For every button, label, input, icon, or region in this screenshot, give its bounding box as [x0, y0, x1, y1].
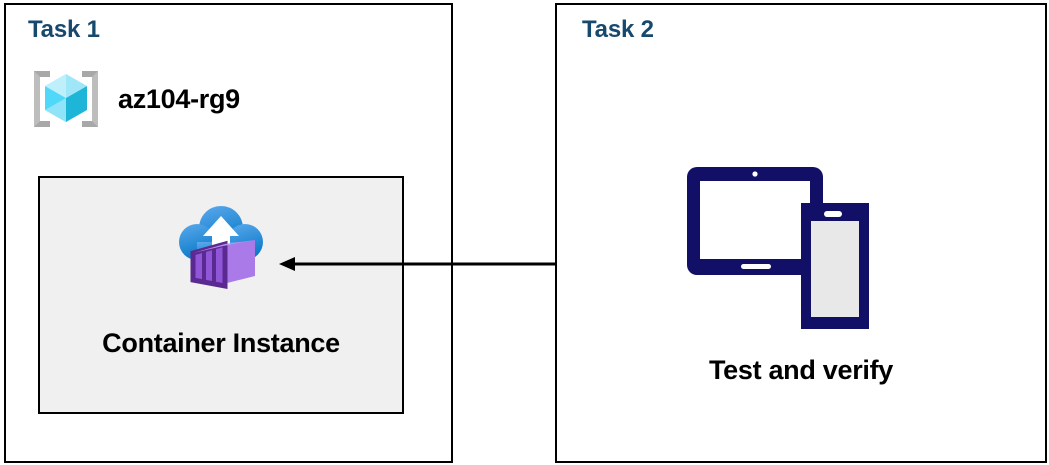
test-and-verify-label: Test and verify	[708, 355, 894, 385]
resource-group-row: az104-rg9	[30, 63, 240, 135]
task-2-title: Task 2	[582, 16, 654, 43]
azure-resource-group-icon	[30, 63, 102, 135]
task-1-title: Task 1	[28, 16, 100, 43]
container-instance-label: Container Instance	[102, 328, 340, 358]
container-instance-card: Container Instance	[38, 176, 404, 414]
resource-group-name: az104-rg9	[118, 83, 240, 114]
